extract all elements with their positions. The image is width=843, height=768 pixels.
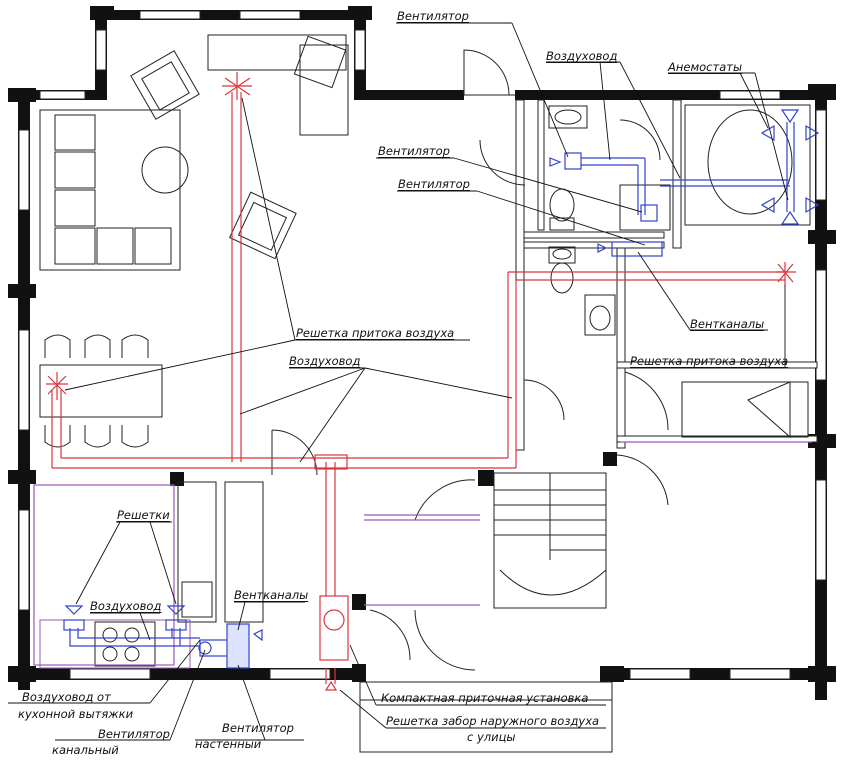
label-wall-fan-1: Вентилятор: [222, 721, 294, 735]
label-vent-channels-left: Вентканалы: [234, 588, 309, 602]
supply-ducts: [46, 72, 796, 691]
exhaust-ducts: [63, 109, 820, 669]
kitchen-fan-purple: [39, 619, 191, 669]
label-grilles: Решетки: [117, 508, 170, 522]
label-duct-center: Воздуховод: [289, 354, 361, 368]
label-duct-kitchen: Воздуховод: [90, 599, 162, 613]
label-compact-unit: Компактная приточная установка: [381, 691, 589, 705]
label-intake-2: с улицы: [467, 730, 516, 744]
label-fan-top: Вентилятор: [397, 9, 469, 23]
label-supply-grille-center: Решетка притока воздуха: [296, 326, 455, 340]
windows: [18, 10, 827, 680]
label-vent-channels-right: Вентканалы: [690, 317, 765, 331]
bathroom-partitions: [515, 99, 818, 451]
kitchen-outline: [33, 441, 812, 666]
label-wall-fan-2: настенный: [195, 737, 262, 751]
door-arcs: [271, 119, 669, 671]
label-supply-grille-right: Решетка притока воздуха: [630, 354, 789, 368]
label-fan-mid1: Вентилятор: [378, 144, 450, 158]
label-kitchen-duct-1: Воздуховод от: [22, 690, 111, 704]
furniture: [39, 34, 811, 753]
leader-lines: [8, 22, 789, 741]
entry-door: [463, 49, 515, 96]
label-fan-mid2: Вентилятор: [398, 177, 470, 191]
label-kitchen-duct-2: кухонной вытяжки: [18, 707, 134, 721]
label-duct-top: Воздуховод: [546, 49, 618, 63]
label-anemostats: Анемостаты: [668, 60, 743, 74]
label-intake-1: Решетка забор наружного воздуха: [386, 714, 600, 728]
label-duct-fan-1: Вентилятор: [98, 727, 170, 741]
label-duct-fan-2: канальный: [52, 743, 119, 757]
